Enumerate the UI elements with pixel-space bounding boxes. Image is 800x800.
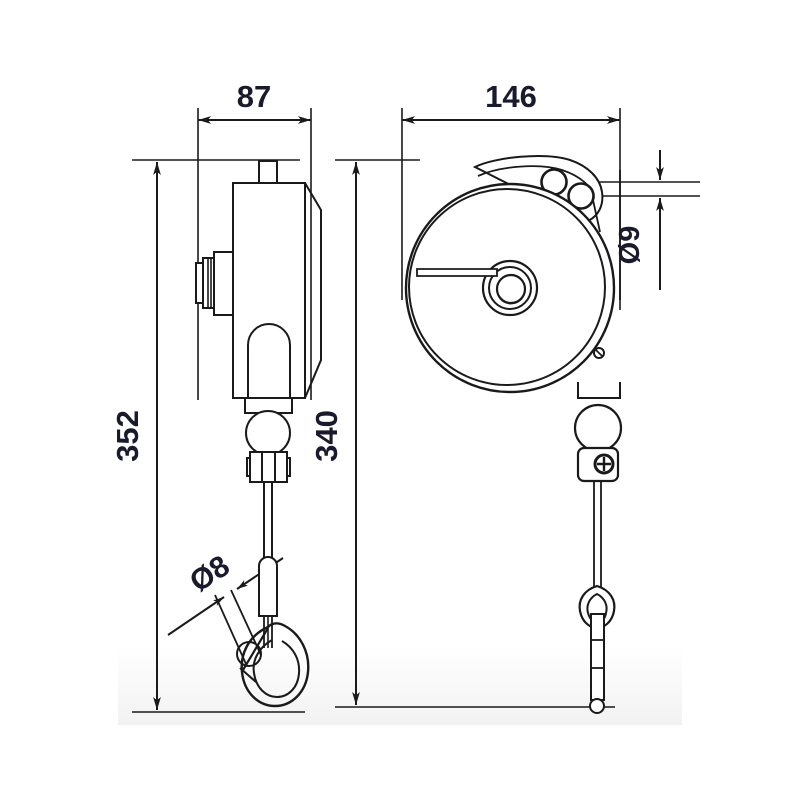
snap-hook-body (240, 622, 310, 708)
dimension-352: 352 (110, 162, 161, 710)
dimension-label-hole-diameter: Ø9 (614, 226, 646, 265)
snap-hook-inner (252, 639, 301, 699)
cable-drum-inner (408, 188, 606, 386)
tension-adjust-knob-base (213, 251, 234, 316)
snap-hook-gate-sleeve (236, 641, 262, 667)
snap-hook-gate (242, 627, 269, 671)
dimension-label-87: 87 (237, 79, 271, 114)
snap-hook-gate-tip (239, 667, 257, 683)
clamp-lug-right (286, 457, 291, 477)
housing-right-flank (304, 182, 322, 399)
drum-screw-slot (594, 348, 604, 358)
tension-adjust-knob-cap (195, 262, 204, 304)
dimension-340: 340 (309, 162, 360, 705)
cable-end-stop (589, 698, 605, 714)
housing-bottom-plate (244, 397, 293, 414)
cable-end-sleeve (590, 613, 605, 701)
cable-outlet-nose (247, 323, 291, 399)
side-view (195, 160, 322, 708)
cable-guide-slot (416, 268, 498, 277)
hook-witness-a (214, 594, 247, 665)
bracket-rib-right (592, 199, 601, 233)
ball-stop (245, 410, 291, 456)
cable-ferrule (258, 556, 278, 617)
mount-hole-lower[interactable] (567, 182, 595, 210)
dimension-label-340: 340 (309, 410, 344, 462)
dimension-146: 146 (402, 79, 620, 124)
clamp-lug-left (246, 457, 251, 477)
housing-bottom-front (577, 382, 621, 399)
ball-stop (573, 403, 623, 453)
dimension-label-352: 352 (110, 410, 145, 462)
clamp-screw-cross (597, 457, 611, 471)
dimension-label-146: 146 (485, 79, 537, 114)
front-view (404, 155, 623, 714)
leader-arrow-lower (167, 596, 225, 636)
dimension-87: 87 (198, 79, 311, 124)
clamp-center (261, 451, 276, 483)
center-hub-detail (499, 297, 523, 305)
